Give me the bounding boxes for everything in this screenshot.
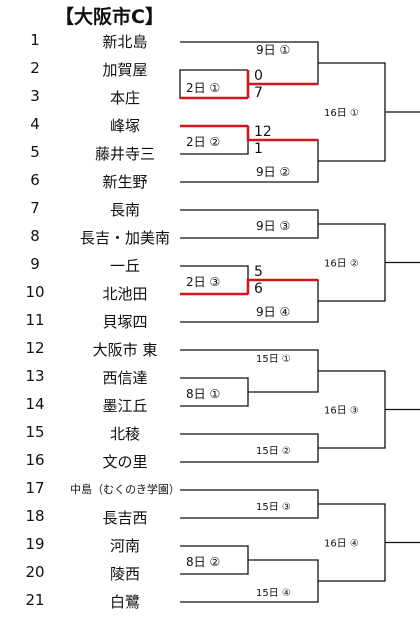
team-name: 長吉西	[102, 509, 148, 527]
score-label: 0	[254, 68, 263, 84]
match-label: 9日 ④	[256, 305, 290, 319]
score-label: 12	[254, 124, 272, 140]
seed-number: 5	[30, 143, 40, 161]
winner-line	[246, 126, 318, 142]
bracket-line	[180, 489, 319, 519]
match-label: 16日 ④	[324, 539, 359, 550]
seed-number: 3	[30, 87, 40, 105]
team-name: 貝塚四	[102, 313, 148, 331]
team-name: 北池田	[102, 285, 148, 303]
seed-number: 18	[25, 507, 45, 525]
seed-number: 8	[30, 227, 40, 245]
seed-number: 12	[25, 339, 45, 357]
winner-line	[246, 70, 318, 86]
score-label: 6	[254, 281, 263, 297]
seed-number: 1	[30, 31, 40, 49]
match-label: 15日 ④	[256, 588, 291, 599]
seed-number: 10	[25, 283, 45, 301]
match-label: 9日 ②	[256, 165, 290, 179]
seed-number: 21	[25, 591, 45, 609]
team-name: 新北島	[102, 33, 148, 51]
team-name: 新生野	[102, 173, 148, 191]
match-label: 2日 ③	[186, 275, 220, 289]
seed-number: 9	[30, 255, 40, 273]
match-label: 16日 ①	[324, 108, 359, 119]
seed-number: 19	[25, 535, 45, 553]
team-name: 白鷺	[109, 593, 140, 611]
bracket-title: 【大阪市C】	[55, 6, 164, 28]
seed-number: 15	[25, 423, 45, 441]
seed-number: 7	[30, 199, 40, 217]
seed-number: 14	[25, 395, 45, 413]
seed-number: 2	[30, 59, 40, 77]
match-label: 15日 ③	[256, 502, 291, 513]
bracket-line	[180, 349, 319, 393]
team-name: 中島（むくのき学園）	[70, 483, 180, 496]
match-label: 8日 ①	[186, 387, 220, 401]
team-name: 長吉・加美南	[79, 229, 170, 247]
seed-number: 13	[25, 367, 45, 385]
match-label: 16日 ②	[324, 259, 359, 270]
match-label: 9日 ①	[256, 43, 290, 57]
match-label: 15日 ①	[256, 354, 291, 365]
team-name: 長南	[109, 201, 140, 219]
match-label: 8日 ②	[186, 555, 220, 569]
match-label: 15日 ②	[256, 446, 291, 457]
score-label: 1	[254, 141, 263, 157]
score-label: 7	[254, 85, 263, 101]
seed-number: 20	[25, 563, 45, 581]
match-label: 2日 ②	[186, 135, 220, 149]
team-name: 本庄	[109, 89, 140, 107]
team-name: 大阪市 東	[92, 341, 158, 359]
seed-number: 11	[25, 311, 45, 329]
seed-number: 16	[25, 451, 45, 469]
team-name: 加賀屋	[102, 61, 148, 79]
team-name: 峰塚	[109, 117, 140, 135]
seed-number: 6	[30, 171, 40, 189]
team-name: 河南	[109, 537, 140, 555]
team-name: 墨江丘	[102, 397, 148, 415]
score-label: 5	[254, 264, 263, 280]
team-name: 北稜	[109, 425, 140, 443]
bracket-line	[180, 433, 319, 463]
match-label: 16日 ③	[324, 406, 359, 417]
seed-number: 4	[30, 115, 40, 133]
winner-line	[246, 278, 318, 294]
team-name: 西信達	[102, 369, 148, 387]
bracket-line	[180, 209, 319, 239]
match-label: 2日 ①	[186, 81, 220, 95]
team-name: 一丘	[109, 257, 140, 275]
team-name: 藤井寺三	[94, 145, 155, 163]
team-name: 文の里	[102, 453, 148, 471]
seed-number: 17	[25, 479, 45, 497]
team-name: 陵西	[109, 565, 140, 583]
match-label: 9日 ③	[256, 219, 290, 233]
